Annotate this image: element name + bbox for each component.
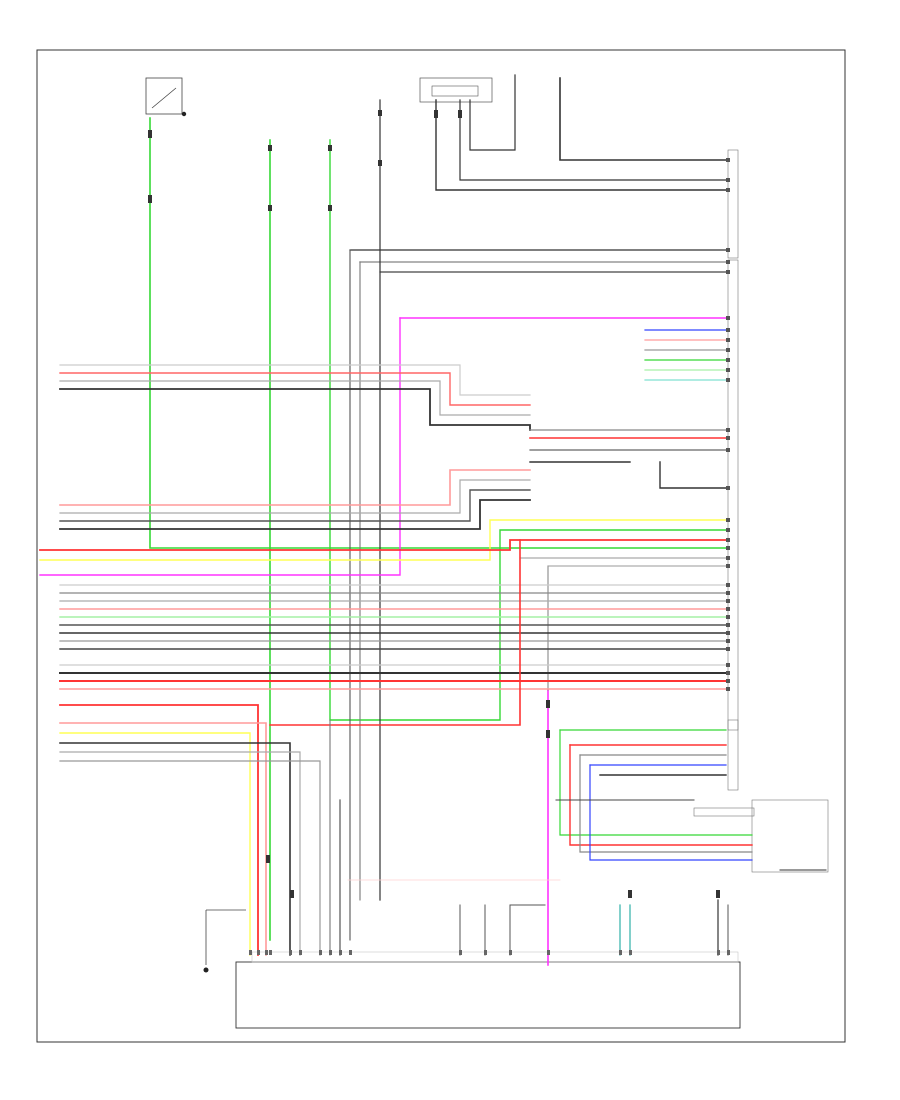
wire-h-513 bbox=[59, 479, 531, 514]
wire-h-365 bbox=[59, 364, 531, 396]
wire-blue-av bbox=[589, 764, 753, 861]
right-connector-main bbox=[727, 259, 739, 731]
wire-gray-down-1 bbox=[59, 751, 301, 956]
nav-unit-pin-strip bbox=[251, 951, 739, 963]
wire-green-av bbox=[559, 729, 753, 836]
nav-unit-pin-markers bbox=[249, 950, 730, 955]
wire-h-529 bbox=[59, 499, 531, 530]
diagram-frame bbox=[36, 49, 846, 1043]
wire-gray-down-2 bbox=[59, 760, 321, 956]
wire-red-av bbox=[569, 744, 753, 846]
wire-red-down-1 bbox=[59, 704, 259, 956]
av-control-unit-box bbox=[751, 799, 829, 873]
wire-dark-down-1 bbox=[59, 742, 291, 956]
wire-yellow-520 bbox=[39, 519, 727, 561]
wire-break-markers bbox=[148, 110, 720, 898]
top-switch bbox=[145, 77, 187, 117]
right-pin-markers bbox=[726, 158, 730, 691]
wire-green-right bbox=[329, 139, 727, 721]
wire-dark-top-3 bbox=[459, 99, 727, 181]
wire-dark-top-2 bbox=[435, 99, 727, 191]
wire-h-373 bbox=[59, 372, 531, 406]
top-connector-inner bbox=[431, 85, 479, 97]
wire-h-505 bbox=[59, 469, 531, 506]
wire-red-v-725 bbox=[269, 539, 521, 726]
wire-h-521 bbox=[59, 489, 531, 522]
wire-magenta-v bbox=[39, 317, 401, 576]
wire-dark-top-4 bbox=[469, 74, 516, 151]
right-connector-top bbox=[727, 149, 739, 259]
wire-h-389 bbox=[59, 388, 531, 431]
top-connector-antenna bbox=[419, 77, 493, 103]
wire-gray-av bbox=[579, 754, 753, 853]
wire-group bbox=[39, 74, 827, 966]
wire-pink-down bbox=[59, 722, 267, 956]
wire-dark-top-1 bbox=[559, 77, 727, 161]
mini-connector bbox=[693, 807, 755, 817]
wire-h-462b bbox=[659, 461, 727, 489]
wire-h-381 bbox=[59, 380, 531, 416]
ground-symbol bbox=[203, 909, 246, 973]
nav-unit-box bbox=[235, 961, 741, 1029]
wire-yellow-down bbox=[59, 732, 251, 956]
wire-red-540 bbox=[39, 539, 727, 551]
wire-green-left bbox=[149, 117, 727, 549]
right-connector-bottom bbox=[727, 719, 739, 791]
